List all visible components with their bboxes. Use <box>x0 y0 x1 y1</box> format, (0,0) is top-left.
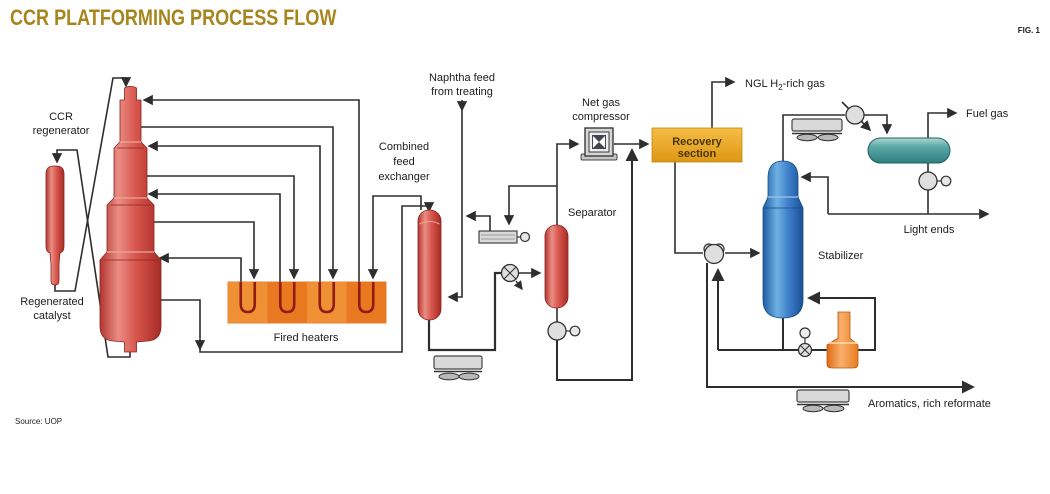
line-heater2-to-reactor3 <box>147 188 281 282</box>
recovery-section-box <box>651 127 743 163</box>
air-cooler-effluent <box>433 355 483 381</box>
line-exchanger-to-heater4 <box>367 195 422 280</box>
line-heater4-to-reactor1 <box>142 94 360 282</box>
heater-tube <box>278 282 296 314</box>
line-reactor1-to-heater3 <box>140 126 339 280</box>
overhead-valve <box>845 105 865 125</box>
combined-feed-exchanger-vessel <box>417 209 442 321</box>
reflux-drum <box>867 137 951 164</box>
line-regenerated-catalyst-to-reactor <box>54 77 132 292</box>
line-reactor3-to-heater1 <box>153 221 260 280</box>
line-reflux <box>800 171 829 214</box>
heater-tube <box>318 282 336 314</box>
label-recovery-section-line2: section <box>678 148 717 160</box>
line-valve-actuator <box>860 120 872 132</box>
figure-label: FIG. 1 <box>1018 26 1041 35</box>
separator-pump <box>547 321 581 341</box>
label-separator: Separator <box>568 207 617 219</box>
line-stabilizer-overhead <box>782 114 845 161</box>
line-separator-branch <box>503 185 557 226</box>
stabilizer-vessel <box>762 160 804 319</box>
line-heater1-to-reactor4 <box>158 252 242 282</box>
feed-bottoms-exchanger <box>703 243 725 265</box>
line-separator-overhead <box>556 138 580 225</box>
reactor-stack-vessel <box>99 85 162 353</box>
label-combined-feed-exchanger-line2: feed <box>393 156 414 168</box>
label-net-gas-compressor-line2: compressor <box>572 111 630 123</box>
bottoms-valve <box>797 327 813 358</box>
label-stabilizer: Stabilizer <box>818 250 864 262</box>
control-valve <box>500 263 523 291</box>
line-valve-to-drum <box>864 114 893 135</box>
line-exchanger-bottoms <box>427 271 501 352</box>
label-ccr-regenerator-line2: regenerator <box>33 125 90 137</box>
piping <box>51 76 990 394</box>
line-recovery-to-exchanger <box>674 162 703 254</box>
trim-cooler <box>478 230 531 244</box>
label-aromatics: Aromatics, rich reformate <box>868 398 991 410</box>
label-combined-feed-exchanger-line1: Combined <box>379 141 429 153</box>
line-reboiler-loop <box>718 291 876 351</box>
reboiler-vessel <box>826 311 859 369</box>
source-label: Source: UOP <box>15 417 62 426</box>
label-naphtha-feed-line1: Naphtha feed <box>429 72 495 84</box>
overhead-condenser <box>791 118 843 142</box>
heater-tube <box>239 282 257 314</box>
label-combined-feed-exchanger-line3: exchanger <box>378 171 430 183</box>
label-fired-heaters: Fired heaters <box>274 332 339 344</box>
ccr-regenerator-vessel <box>45 165 65 286</box>
net-gas-compressor <box>580 127 618 161</box>
product-cooler <box>796 389 850 413</box>
label-regenerated-catalyst-line1: Regenerated <box>20 296 84 308</box>
heater-tube <box>357 282 375 314</box>
separator-vessel <box>544 224 569 309</box>
label-fuel-gas: Fuel gas <box>966 108 1009 120</box>
label-net-gas-compressor-line1: Net gas <box>582 97 620 109</box>
line-reactor2-to-heater2 <box>146 175 300 280</box>
line-cooler-to-feed <box>465 210 491 231</box>
fired-heaters <box>227 281 387 324</box>
line-aromatics-product <box>706 263 975 394</box>
label-ccr-regenerator-line1: CCR <box>49 111 73 123</box>
label-light-ends: Light ends <box>904 224 955 236</box>
line-naphtha-feed <box>447 100 463 303</box>
label-ngl-rich-gas: NGL H2-rich gas <box>745 78 825 92</box>
line-separator-liquid <box>556 148 639 381</box>
labels: CCR regenerator Regenerated catalyst Fir… <box>15 26 1041 426</box>
line-spent-catalyst-to-regenerator <box>51 149 131 358</box>
label-recovery-section-line1: Recovery <box>672 136 722 148</box>
line-ngl-gas <box>711 76 736 128</box>
line-reactor-effluent <box>161 202 435 353</box>
line-fuel-gas <box>927 107 958 138</box>
line-heater3-to-reactor2 <box>147 140 321 282</box>
label-regenerated-catalyst-line2: catalyst <box>33 310 70 322</box>
label-naphtha-feed-line2: from treating <box>431 86 493 98</box>
reflux-pump <box>918 171 952 191</box>
page-title: CCR PLATFORMING PROCESS FLOW <box>10 5 337 30</box>
